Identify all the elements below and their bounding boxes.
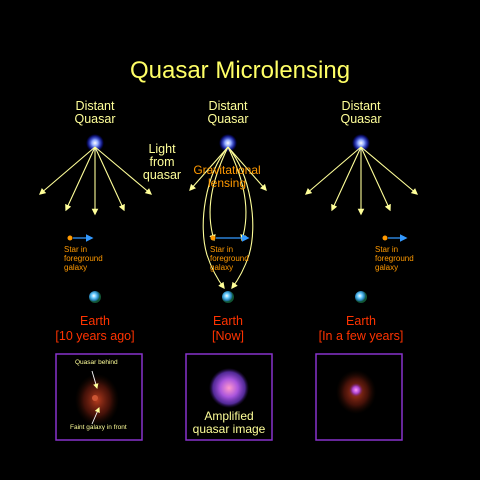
quasar-label-line: Quasar [340,112,382,127]
earth-label-right: Earth [In a few years] [296,314,426,344]
quasar-icon-right [352,134,370,152]
quasar-icon-left [86,134,104,152]
quasar-label-line: Distant [75,99,115,113]
caption-line: Amplified [204,409,254,423]
star-icon-center [210,235,216,241]
diagram-title: Quasar Microlensing [129,57,351,84]
quasar-label-left: Distant Quasar [55,99,135,127]
quasar-icon-center [219,134,237,152]
quasar-behind-label: Quasar behind [75,359,118,366]
quasar-label-line: Quasar [207,112,249,127]
light-rays-center [189,146,267,290]
earth-label-line: Earth [80,314,110,328]
light-label-line: from [149,155,175,170]
faint-galaxy-label: Faint galaxy in front [70,424,127,431]
earth-label-line: [In a few years] [318,329,404,343]
star-icon-left [67,235,73,241]
star-label-right: Star in foreground galaxy [375,245,414,272]
lensing-label-line: lensing [207,175,247,190]
star-label-line: galaxy [375,262,399,272]
star-label-line: galaxy [64,262,88,272]
quasar-label-right: Distant Quasar [321,99,401,127]
quasar-label-line: Quasar [74,112,116,127]
star-label-line: foreground [375,253,414,263]
earth-label-center: Earth [Now] [163,314,293,344]
star-icon-right [382,235,388,241]
gravitational-lensing-label: Gravitational lensing [182,164,272,189]
earth-icon-left [89,291,101,303]
caption-line: quasar image [192,421,266,436]
pointer-faint-galaxy [91,407,100,425]
earth-label-line: Earth [346,314,376,328]
earth-icon-center [222,291,234,303]
light-from-quasar-label: Light from quasar [132,142,192,183]
star-label-center: Star in foreground galaxy [210,245,249,272]
quasar-label-line: Distant [208,99,248,113]
quasar-image-right [349,383,363,397]
earth-icon-right [355,291,367,303]
light-rays-right [304,146,419,216]
earth-label-line: [10 years ago] [55,329,135,343]
star-label-line: Star in [64,245,88,254]
earth-label-line: Earth [213,314,243,328]
quasar-label-line: Distant [341,99,381,113]
star-label-line: galaxy [210,262,234,272]
star-label-line: Star in [375,245,399,254]
pointer-quasar-behind [91,370,99,390]
star-label-line: foreground [64,253,103,263]
light-label-line: Light [148,142,176,156]
star-label-line: Star in [210,245,234,254]
star-label-line: foreground [210,253,249,263]
light-rays-left [38,146,153,216]
quasar-label-center: Distant Quasar [188,99,268,127]
lensing-label-line: Gravitational [193,163,261,177]
amplified-quasar-image [209,368,249,408]
earth-label-line: [Now] [212,329,244,343]
star-label-left: Star in foreground galaxy [64,245,103,272]
earth-label-left: Earth [10 years ago] [30,314,160,344]
light-label-line: quasar [142,168,182,183]
amplified-image-caption: Amplified quasar image [174,410,284,435]
